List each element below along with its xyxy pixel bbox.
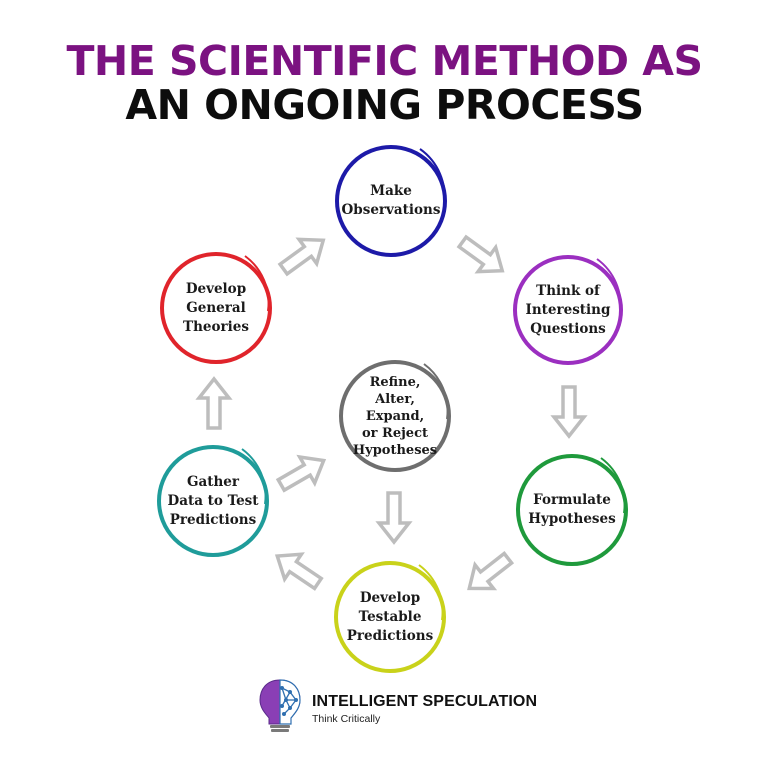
node-gather-data: Gather Data to Test Predictions <box>157 445 269 557</box>
circle-general-theories <box>160 252 272 364</box>
circle-formulate-hypotheses <box>516 454 628 566</box>
arrow-hypotheses-to-predictions <box>467 551 515 591</box>
label-gather-data: Gather Data to Test Predictions <box>167 473 259 528</box>
arrow-theories-to-observations <box>277 237 326 277</box>
node-refine-hypotheses: Refine, Alter, Expand, or Reject Hypothe… <box>339 360 451 472</box>
circle-testable-predictions <box>334 561 446 673</box>
lightbulb-brain-icon <box>259 679 301 732</box>
circle-refine-hypotheses <box>339 360 451 472</box>
circle-gather-data <box>157 445 269 557</box>
node-make-observations: Make Observations <box>335 145 447 257</box>
arrow-gather-to-theories <box>195 376 233 430</box>
node-formulate-hypotheses: Formulate Hypotheses <box>516 454 628 566</box>
arrow-observations-to-questions <box>456 234 505 274</box>
circle-make-observations <box>335 145 447 257</box>
brand-name: INTELLIGENT SPECULATION <box>312 693 538 710</box>
arrow-gather-to-refine <box>275 454 327 493</box>
label-make-observations: Make Observations <box>341 183 441 218</box>
title-line-2: AN ONGOING PROCESS <box>125 81 644 129</box>
circle-think-questions <box>513 255 623 365</box>
node-testable-predictions: Develop Testable Predictions <box>334 561 446 673</box>
brand-tagline: Think Critically <box>312 713 381 725</box>
node-general-theories: Develop General Theories <box>160 252 272 364</box>
label-testable-predictions: Develop Testable Predictions <box>346 589 434 644</box>
arrow-predictions-to-gather <box>274 552 324 591</box>
brand-logo <box>259 679 301 732</box>
arrow-refine-to-predictions <box>375 491 413 545</box>
label-general-theories: Develop General Theories <box>183 280 249 335</box>
label-think-questions: Think of Interesting Questions <box>525 282 611 337</box>
title-line-1: THE SCIENTIFIC METHOD AS <box>66 37 703 85</box>
node-think-questions: Think of Interesting Questions <box>512 254 624 366</box>
arrow-questions-to-hypotheses <box>550 385 588 439</box>
label-refine-hypotheses: Refine, Alter, Expand, or Reject Hypothe… <box>352 374 438 458</box>
label-formulate-hypotheses: Formulate Hypotheses <box>528 492 616 527</box>
